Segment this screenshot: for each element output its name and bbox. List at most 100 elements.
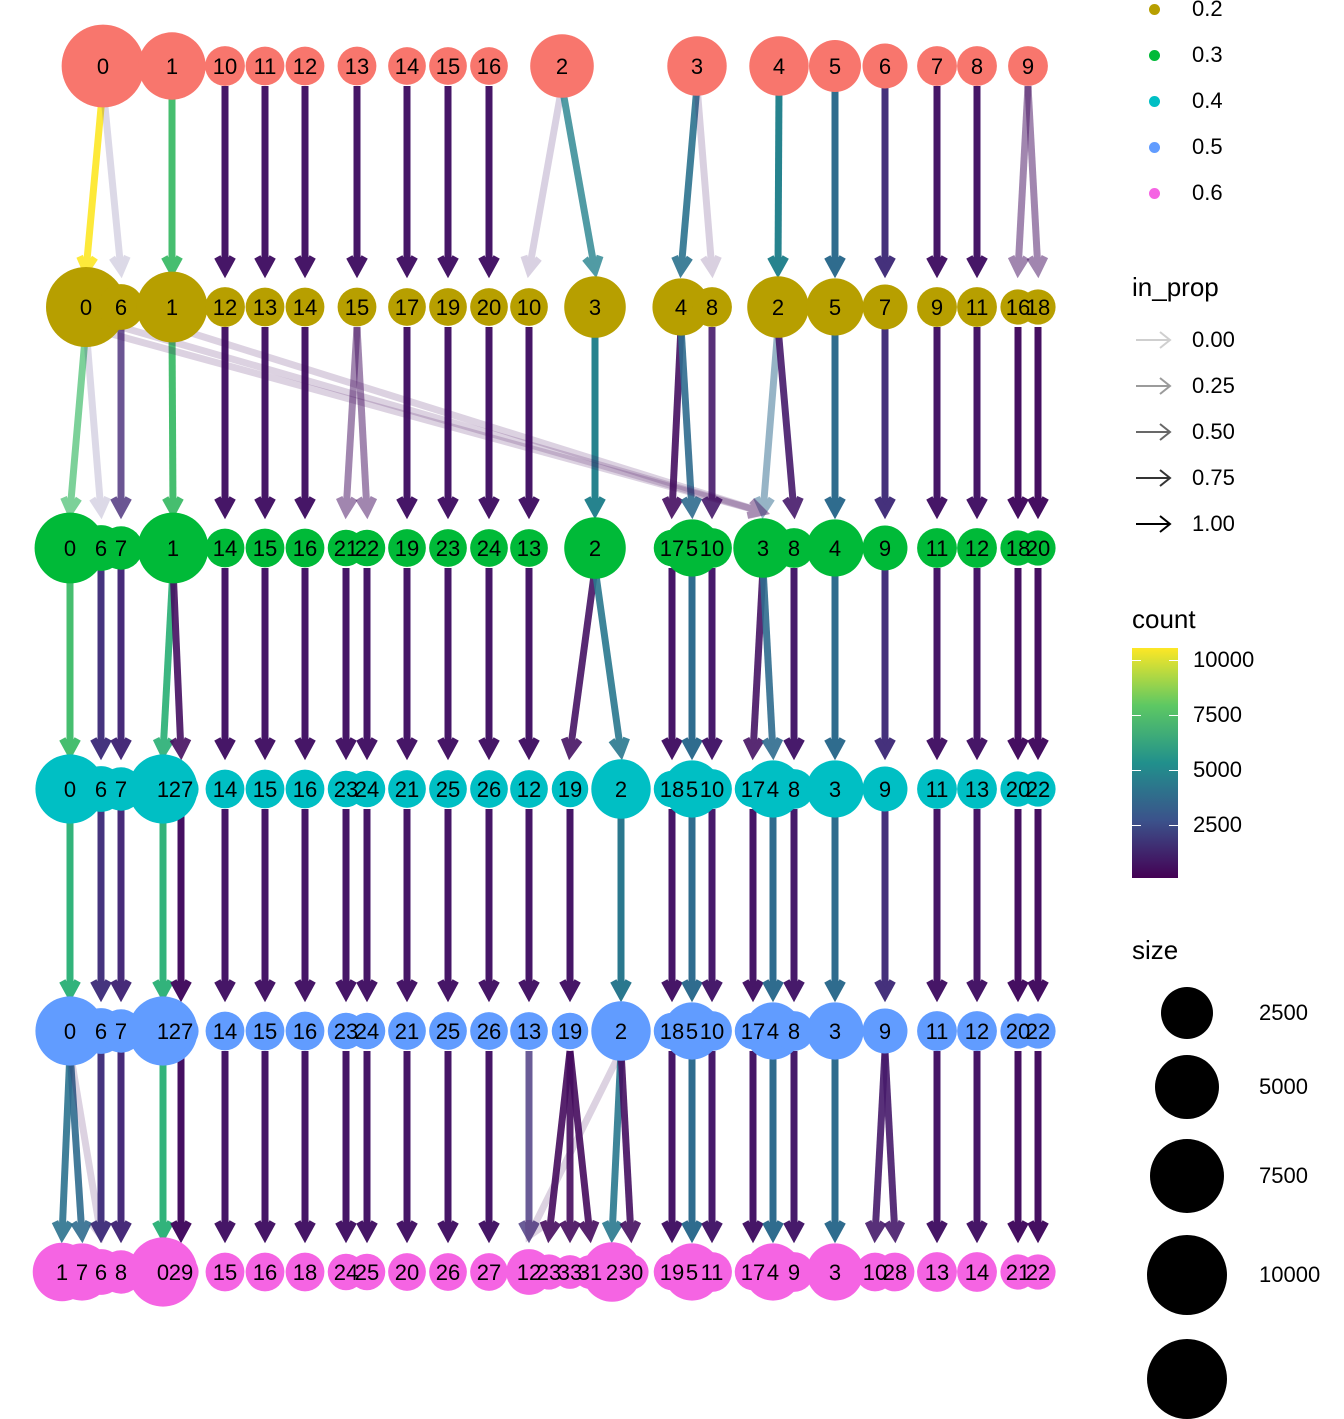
cluster-label: 21 <box>395 1019 419 1044</box>
edge-arrow <box>294 327 316 520</box>
edge-arrow <box>1024 85 1049 279</box>
cluster-label: 14 <box>965 1260 989 1285</box>
size-legend-title: size <box>1132 935 1179 965</box>
cluster-label: 0 <box>80 295 92 320</box>
cluster-label: 8 <box>788 536 800 561</box>
edge-arrow <box>254 568 276 761</box>
edge-arrow <box>701 327 723 520</box>
resolution-key-label: 0.3 <box>1192 42 1223 67</box>
in-prop-key-label: 0.50 <box>1192 419 1235 444</box>
edge-arrow <box>254 809 276 1003</box>
cluster-label: 6 <box>95 1019 107 1044</box>
cluster-node <box>245 1252 285 1292</box>
cluster-label: 24 <box>477 536 501 561</box>
cluster-label: 0 <box>64 536 76 561</box>
cluster-label: 15 <box>345 295 369 320</box>
cluster-node <box>348 770 386 808</box>
edge-arrow <box>926 1051 948 1244</box>
cluster-node <box>205 528 245 568</box>
cluster-node <box>163 771 199 807</box>
cluster-label: 17 <box>741 1019 765 1044</box>
cluster-label: 18 <box>1026 295 1050 320</box>
cluster-label: 1 <box>166 54 178 79</box>
edge-arrow <box>214 327 236 520</box>
cluster-label: 0 <box>64 1019 76 1044</box>
edge-arrow <box>874 327 896 520</box>
edge-arrow <box>926 809 948 1003</box>
cluster-label: 25 <box>436 1019 460 1044</box>
cluster-label: 19 <box>395 536 419 561</box>
cluster-node <box>429 288 467 326</box>
cluster-label: 19 <box>558 1019 582 1044</box>
cluster-label: 31 <box>578 1260 602 1285</box>
edge-arrow <box>1027 809 1049 1003</box>
edge-arrow <box>214 1051 236 1244</box>
cluster-label: 25 <box>355 1260 379 1285</box>
edge-arrow <box>396 1051 418 1244</box>
cluster-node <box>205 1252 245 1292</box>
edge-arrow <box>759 567 784 761</box>
edge-arrow <box>1027 568 1049 761</box>
edge-arrow <box>584 327 606 520</box>
cluster-node <box>1020 289 1056 325</box>
colorbar-tick <box>1132 770 1141 771</box>
cluster-label: 24 <box>334 1260 358 1285</box>
cluster-label: 7 <box>115 777 127 802</box>
cluster-node <box>652 278 710 336</box>
edge-arrow <box>701 568 723 761</box>
edge-arrow <box>661 1051 683 1244</box>
cluster-label: 20 <box>477 295 501 320</box>
cluster-label: 6 <box>115 295 127 320</box>
count-colorbar <box>1132 648 1178 878</box>
edge-arrow <box>60 326 90 520</box>
edge-arrow <box>254 86 276 279</box>
cluster-label: 19 <box>660 1260 684 1285</box>
cluster-label: 0 <box>157 1260 169 1285</box>
cluster-node <box>733 518 793 578</box>
cluster-node <box>245 528 285 568</box>
cluster-node <box>809 40 861 92</box>
edge-arrow <box>610 809 632 1003</box>
cluster-node <box>470 770 508 808</box>
cluster-label: 6 <box>95 536 107 561</box>
edge-arrow <box>356 809 378 1003</box>
cluster-node <box>551 770 589 808</box>
cluster-label: 2 <box>772 295 784 320</box>
cluster-label: 5 <box>686 1019 698 1044</box>
cluster-node <box>917 528 957 568</box>
edge-arrow <box>518 568 540 761</box>
edge-arrow <box>742 809 764 1003</box>
cluster-label: 27 <box>477 1260 501 1285</box>
edge-arrow <box>1027 1051 1049 1244</box>
edge-arrow <box>566 1050 600 1244</box>
cluster-node <box>510 770 548 808</box>
cluster-label: 9 <box>931 295 943 320</box>
edge-arrow <box>1007 85 1032 279</box>
size-key-label: 5000 <box>1259 1074 1308 1099</box>
cluster-node <box>245 46 285 86</box>
cluster-label: 14 <box>213 777 237 802</box>
cluster-label: 22 <box>1026 777 1050 802</box>
cluster-label: 9 <box>788 1260 800 1285</box>
edge-arrow <box>162 326 184 520</box>
size-key-label: 7500 <box>1259 1163 1308 1188</box>
edge-arrow <box>396 327 418 520</box>
cluster-label: 11 <box>701 1260 724 1285</box>
edge-arrow <box>110 1051 132 1244</box>
cluster-label: 12 <box>517 777 541 802</box>
cluster-node <box>510 288 548 326</box>
edge-arrow <box>661 568 683 761</box>
edge-arrow <box>926 568 948 761</box>
cluster-label: 4 <box>767 1019 779 1044</box>
cluster-label: 13 <box>517 536 541 561</box>
edge-arrow <box>169 567 192 761</box>
edge-arrow <box>335 568 357 761</box>
edge-arrow <box>742 567 767 761</box>
cluster-node <box>862 1008 908 1054</box>
cluster-label: 9 <box>879 777 891 802</box>
